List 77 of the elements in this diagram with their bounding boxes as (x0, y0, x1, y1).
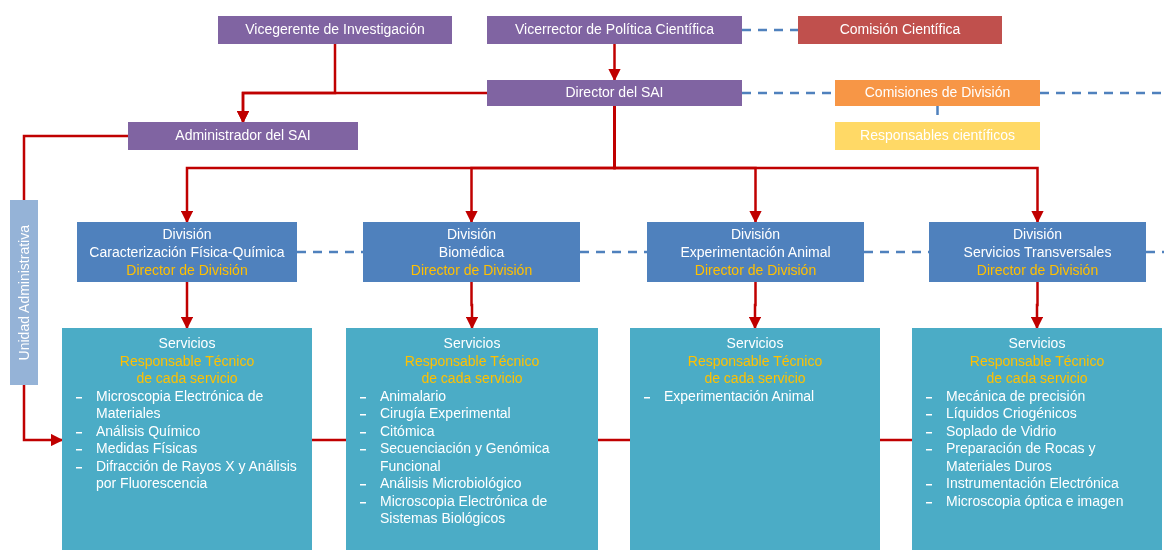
service-item: Difracción de Rayos X y Análisis por Fluorescencia (96, 457, 298, 493)
node-label: Responsables científicos (860, 127, 1015, 145)
service-item: Preparación de Rocas y Materiales Duros (946, 440, 1097, 475)
role-label: Responsable Técnico de cada servicio (968, 352, 1106, 388)
service-item: Cirugía Experimental (380, 405, 512, 423)
arrow (1030, 282, 1044, 330)
org-box (487, 80, 742, 106)
role-label: Director de División (126, 261, 248, 279)
node-label: Vicerrector de Política Científica (515, 21, 714, 39)
arrow (22, 385, 64, 447)
division-box (929, 222, 1146, 282)
dashed-connector (297, 250, 363, 254)
org-box (798, 16, 1002, 44)
service-heading: Servicios (442, 335, 502, 353)
division-name: Servicios Transversales (963, 243, 1112, 261)
node-label: Administrador del SAI (175, 127, 311, 145)
role-label: Responsable Técnico de cada servicio (686, 352, 824, 388)
service-heading: Servicios (1007, 335, 1067, 353)
division-name: División (162, 225, 212, 243)
service-item: Animalario (380, 387, 448, 405)
division-box (647, 222, 864, 282)
org-box (218, 16, 452, 44)
dashed-connector (580, 250, 647, 254)
node-label: Director del SAI (565, 84, 664, 102)
arrow (180, 282, 194, 330)
service-item: Instrumentación Electrónica (946, 475, 1120, 493)
service-box (630, 328, 880, 550)
service-item: Líquidos Criogénicos (946, 405, 1078, 423)
service-heading: Servicios (157, 335, 217, 353)
role-label: Director de División (976, 261, 1099, 279)
division-name: División (447, 225, 496, 243)
org-box (487, 16, 742, 44)
service-item: Mecánica de precisión (946, 387, 1087, 405)
service-box (912, 328, 1162, 550)
role-label: Director de División (694, 261, 817, 279)
division-name: Caracterización Física-Química (89, 243, 285, 261)
connector-line (598, 438, 630, 442)
service-item: Soplado de Vidrio (946, 422, 1058, 440)
service-item: Microscopia Electrónica de Sistemas Biológicos (380, 492, 549, 528)
service-item: Microscopia Electrónica de Materiales (96, 387, 265, 423)
org-box (835, 80, 1040, 106)
division-name: División (731, 225, 780, 243)
connector-line (312, 438, 346, 442)
node-label: Vicegerente de Investigación (245, 21, 425, 39)
arrow (465, 282, 479, 330)
arrow (748, 282, 762, 330)
role-label: Responsable Técnico de cada servicio (118, 352, 256, 388)
service-item: Análisis Microbiológico (380, 475, 523, 493)
org-box (835, 122, 1040, 150)
division-name: División (1013, 225, 1062, 243)
connector-line (880, 438, 912, 442)
division-box (363, 222, 580, 282)
dashed-connector (1040, 91, 1164, 95)
service-box (346, 328, 598, 550)
division-name: Experimentación Animal (680, 243, 831, 261)
dashed-connector (742, 28, 798, 32)
node-label: Unidad Administrativa (14, 224, 33, 361)
role-label: Responsable Técnico de cada servicio (403, 352, 541, 388)
service-item: Medidas Físicas (96, 440, 199, 458)
arrow (236, 91, 487, 124)
division-box (77, 222, 297, 282)
node-label: Comisión Científica (839, 21, 961, 39)
dashed-connector (1146, 250, 1164, 254)
service-heading: Servicios (725, 335, 785, 353)
role-label: Director de División (410, 261, 533, 279)
connector-line (22, 134, 128, 200)
org-box (10, 200, 38, 385)
service-item: Secuenciación y Genómica Funcional (380, 440, 551, 475)
service-item: Experimentación Animal (664, 387, 816, 405)
org-box (128, 122, 358, 150)
service-item: Citómica (380, 422, 436, 440)
service-box (62, 328, 312, 550)
arrow (608, 44, 621, 82)
division-name: Biomédica (438, 243, 505, 261)
service-item: Microscopia óptica e imagen (946, 492, 1125, 510)
service-item: Análisis Químico (96, 422, 202, 440)
node-label: Comisiones de División (864, 84, 1011, 102)
